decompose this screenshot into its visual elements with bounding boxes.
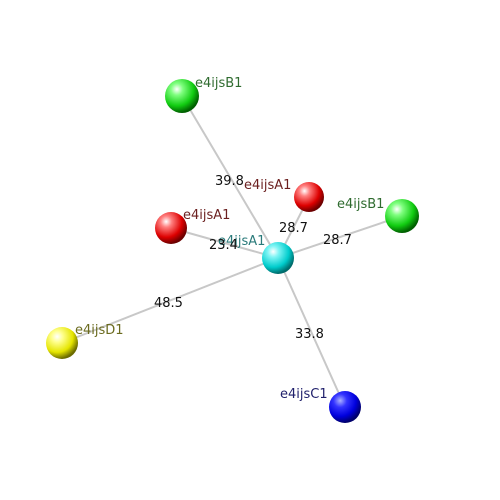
label-b1-right: e4ijsB1 [337, 197, 384, 212]
distance-b1-top: 39.8 [215, 174, 244, 189]
distance-a1-right: 28.7 [279, 221, 308, 236]
label-c1: e4ijsC1 [280, 387, 328, 402]
bond-a1-left [170, 227, 279, 259]
bond-d1 [61, 257, 279, 344]
atom-center[interactable] [262, 242, 294, 274]
atom-a1-left[interactable] [155, 212, 187, 244]
label-a1-left: e4ijsA1 [183, 208, 230, 223]
label-a1-right: e4ijsA1 [244, 178, 291, 193]
distance-d1: 48.5 [154, 296, 183, 311]
distance-b1-right: 28.7 [323, 233, 352, 248]
atom-c1[interactable] [329, 391, 361, 423]
atom-d1[interactable] [46, 327, 78, 359]
distance-a1-left: 23.4 [209, 238, 238, 253]
atom-a1-right[interactable] [294, 182, 324, 212]
bond-c1 [277, 257, 346, 408]
bond-b1-right [277, 215, 403, 259]
atom-b1-top[interactable] [165, 79, 199, 113]
label-b1-top: e4ijsB1 [195, 76, 242, 91]
bond-b1-top [181, 95, 279, 259]
label-center: e4ijsA1 [218, 234, 265, 249]
distance-c1: 33.8 [295, 327, 324, 342]
atom-b1-right[interactable] [385, 199, 419, 233]
label-d1: e4ijsD1 [75, 323, 124, 338]
